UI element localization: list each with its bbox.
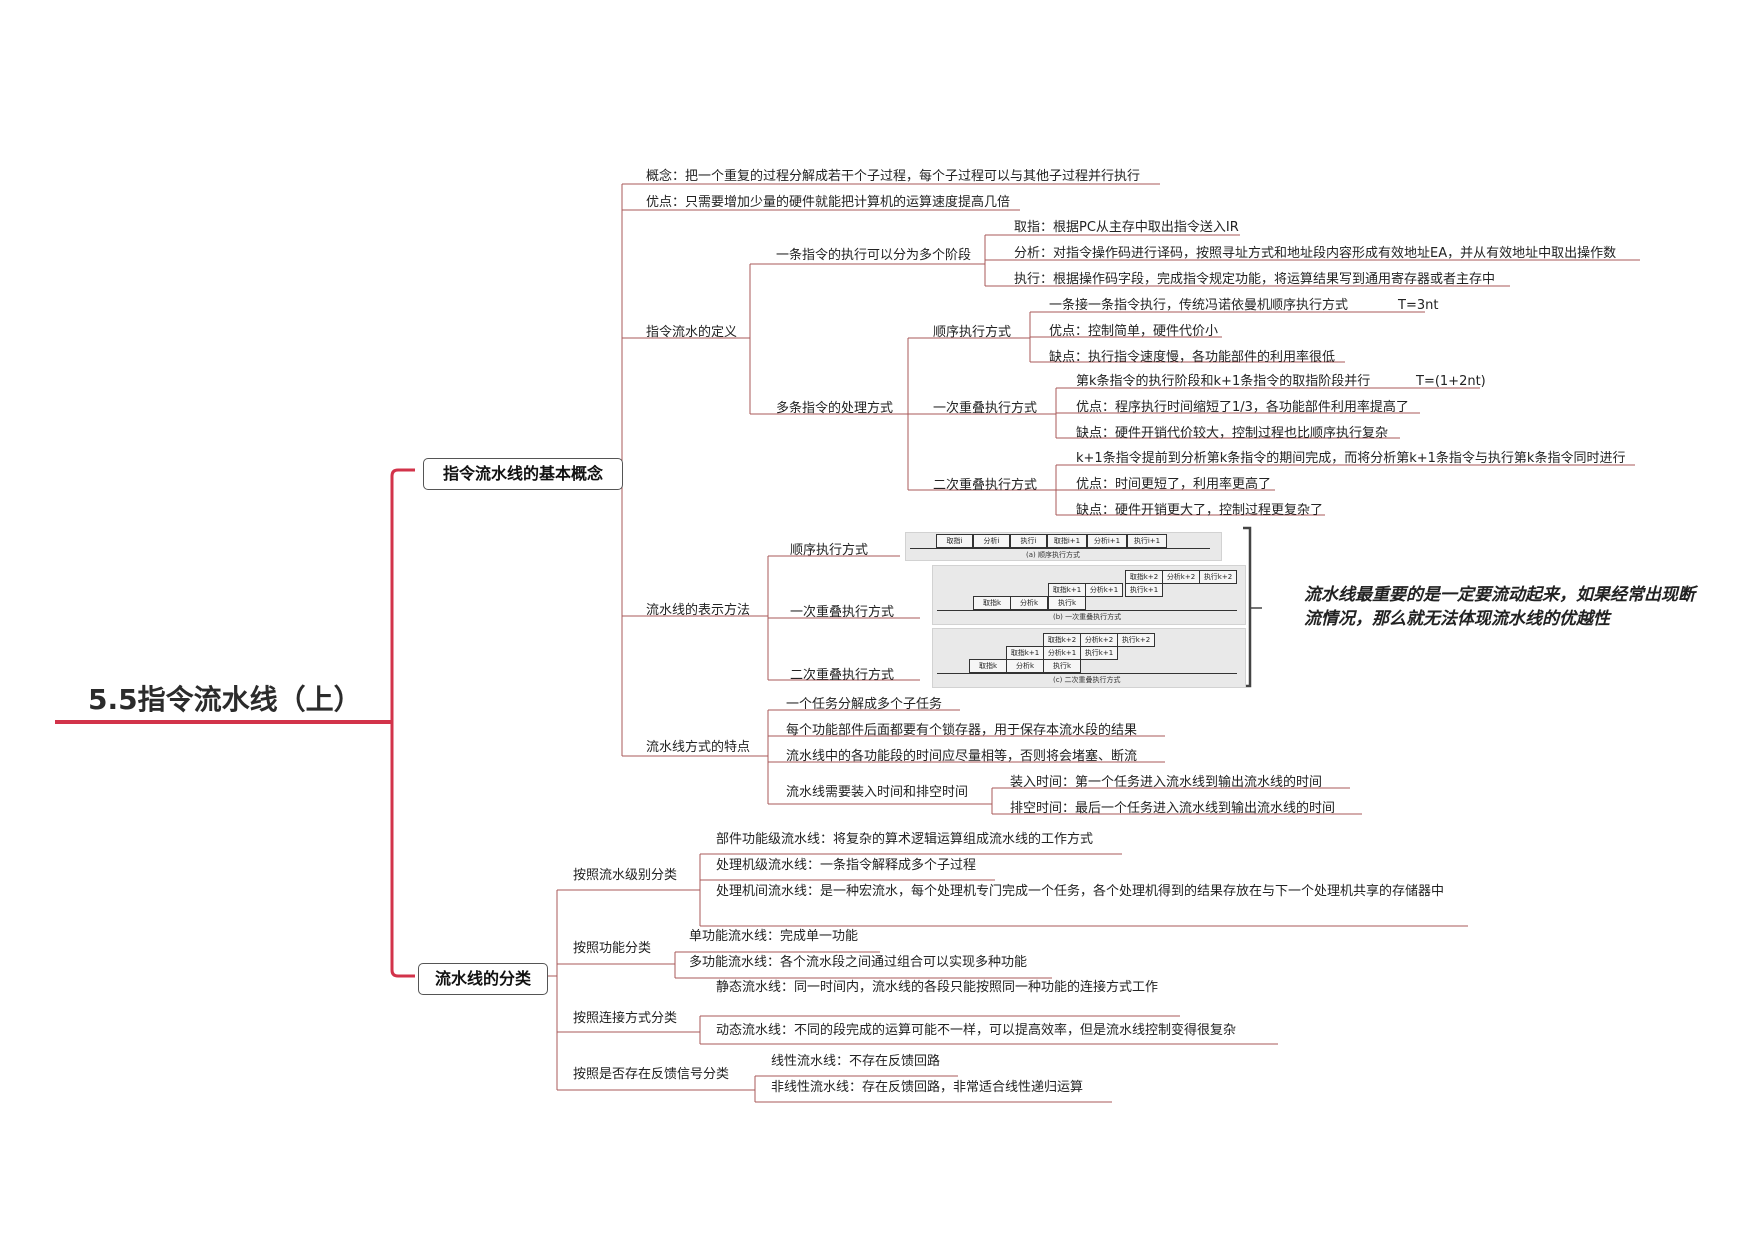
diag-b-cell: 执行k (1048, 596, 1086, 610)
diag-c-cell: 执行k+1 (1080, 646, 1118, 660)
conn-dynamic: 动态流水线：不同的段完成的运算可能不一样，可以提高效率，但是流水线控制变得很复杂 (716, 1023, 1237, 1038)
diag-b-caption: (b) 一次重叠执行方式 (1053, 613, 1122, 621)
stage-fetch: 取指：根据PC从主存中取出指令送入IR (1014, 220, 1239, 235)
node-by-connection[interactable]: 按照连接方式分类 (573, 1011, 678, 1026)
node-stages[interactable]: 一条指令的执行可以分为多个阶段 (776, 248, 972, 263)
diag-b-cell: 取指k+2 (1125, 570, 1163, 584)
diag-a-cell: 分析i (973, 534, 1010, 548)
seq-formula: T=3nt (1398, 298, 1439, 313)
diag-b-cell: 执行k+2 (1199, 570, 1237, 584)
seq-con: 缺点：执行指令速度慢，各功能部件的利用率很低 (1049, 350, 1336, 365)
diagram-sequential: 取指i 分析i 执行i 取指i+1 分析i+1 执行i+1 (a) 顺序执行方式 (905, 532, 1222, 561)
once-formula: T=(1+2nt) (1416, 374, 1486, 389)
twice-pro: 优点：时间更短了，利用率更高了 (1076, 477, 1272, 492)
func-single: 单功能流水线：完成单一功能 (689, 929, 859, 944)
diag-c-cell: 取指k (969, 659, 1007, 673)
diagram-two-overlap: 取指k+2 分析k+2 执行k+2 取指k+1 分析k+1 执行k+1 取指k … (932, 628, 1246, 688)
diag-b-cell: 取指k (973, 596, 1011, 610)
feature-1: 一个任务分解成多个子任务 (786, 697, 943, 712)
once-desc: 第k条指令的执行阶段和k+1条指令的取指阶段并行 (1076, 374, 1371, 389)
feature-3: 流水线中的各功能段的时间应尽量相等，否则将会堵塞、断流 (786, 749, 1138, 764)
diag-a-cell: 取指i (936, 534, 973, 548)
diag-b-axis (937, 610, 1237, 611)
diag-b-cell: 分析k (1010, 596, 1048, 610)
feature-4[interactable]: 流水线需要装入时间和排空时间 (786, 785, 969, 800)
diag-a-cell: 取指i+1 (1047, 534, 1087, 548)
diag-b-cell: 执行k+1 (1125, 583, 1163, 597)
feature-2: 每个功能部件后面都要有个锁存器，用于保存本流水段的结果 (786, 723, 1138, 738)
node-seq[interactable]: 顺序执行方式 (933, 325, 1012, 340)
repr-once[interactable]: 一次重叠执行方式 (790, 605, 895, 620)
diag-c-cell: 分析k+2 (1080, 633, 1118, 647)
conn-static: 静态流水线：同一时间内，流水线的各段只能按照同一种功能的连接方式工作 (716, 980, 1159, 995)
node-representation[interactable]: 流水线的表示方法 (646, 603, 751, 618)
branch-classification[interactable]: 流水线的分类 (418, 963, 548, 995)
diag-c-cell: 取指k+2 (1043, 633, 1081, 647)
node-multi[interactable]: 多条指令的处理方式 (776, 401, 894, 416)
diag-b-cell: 分析k+1 (1085, 583, 1123, 597)
diag-c-cell: 分析k (1006, 659, 1044, 673)
once-pro: 优点：程序执行时间缩短了1/3，各功能部件利用率提高了 (1076, 400, 1409, 415)
diag-c-axis (937, 673, 1237, 674)
branch-basic-concepts[interactable]: 指令流水线的基本概念 (423, 458, 623, 490)
stage-execute: 执行：根据操作码字段，完成指令规定功能，将运算结果写到通用寄存器或者主存中 (1014, 272, 1496, 287)
node-by-function[interactable]: 按照功能分类 (573, 941, 652, 956)
once-con: 缺点：硬件开销代价较大，控制过程也比顺序执行复杂 (1076, 426, 1389, 441)
feedback-linear: 线性流水线：不存在反馈回路 (771, 1054, 941, 1069)
diagram-one-overlap: 取指k+2 分析k+2 执行k+2 取指k+1 分析k+1 执行k+1 取指k … (932, 565, 1246, 625)
pipeline-note: 流水线最重要的是一定要流动起来，如果经常出现断流情况，那么就无法体现流水线的优越… (1304, 585, 1695, 629)
func-multi: 多功能流水线：各个流水段之间通过组合可以实现多种功能 (689, 955, 1028, 970)
diag-a-axis (910, 548, 1210, 549)
seq-desc: 一条接一条指令执行，传统冯诺依曼机顺序执行方式 (1049, 298, 1349, 313)
feature-load-time: 装入时间：第一个任务进入流水线到输出流水线的时间 (1010, 775, 1323, 790)
seq-pro: 优点：控制简单，硬件代价小 (1049, 324, 1219, 339)
node-once[interactable]: 一次重叠执行方式 (933, 401, 1038, 416)
diag-a-caption: (a) 顺序执行方式 (1026, 551, 1080, 559)
diag-a-cell: 执行i+1 (1127, 534, 1167, 548)
diag-c-cell: 执行k+2 (1117, 633, 1155, 647)
diag-b-cell: 分析k+2 (1162, 570, 1200, 584)
feedback-nonlinear: 非线性流水线：存在反馈回路，非常适合线性递归运算 (771, 1080, 1084, 1095)
diag-c-cell: 取指k+1 (1006, 646, 1044, 660)
diag-b-cell: 取指k+1 (1048, 583, 1086, 597)
twice-desc: k+1条指令提前到分析第k条指令的期间完成，而将分析第k+1条指令与执行第k条指… (1076, 451, 1626, 466)
level-processor: 处理机级流水线：一条指令解释成多个子过程 (716, 858, 977, 873)
node-by-level[interactable]: 按照流水级别分类 (573, 868, 678, 883)
root-title: 5.5指令流水线（上） (88, 683, 362, 716)
node-by-feedback[interactable]: 按照是否存在反馈信号分类 (573, 1067, 730, 1082)
node-definition[interactable]: 指令流水的定义 (646, 325, 738, 340)
diag-c-cell: 执行k (1043, 659, 1081, 673)
repr-seq[interactable]: 顺序执行方式 (790, 543, 869, 558)
diag-a-cell: 分析i+1 (1087, 534, 1127, 548)
twice-con: 缺点：硬件开销更大了，控制过程更复杂了 (1076, 503, 1324, 518)
feature-drain-time: 排空时间：最后一个任务进入流水线到输出流水线的时间 (1010, 801, 1336, 816)
concept-text: 概念：把一个重复的过程分解成若干个子过程，每个子过程可以与其他子过程并行执行 (646, 169, 1141, 184)
level-inter-processor: 处理机间流水线：是一种宏流水，每个处理机专门完成一个任务，各个处理机得到的结果存… (716, 884, 1445, 899)
repr-twice[interactable]: 二次重叠执行方式 (790, 668, 895, 683)
node-twice[interactable]: 二次重叠执行方式 (933, 478, 1038, 493)
diag-a-cell: 执行i (1010, 534, 1047, 548)
advantage-text: 优点：只需要增加少量的硬件就能把计算机的运算速度提高几倍 (646, 195, 1011, 210)
node-features[interactable]: 流水线方式的特点 (646, 740, 751, 755)
level-component: 部件功能级流水线：将复杂的算术逻辑运算组成流水线的工作方式 (716, 832, 1094, 847)
stage-analyze: 分析：对指令操作码进行译码，按照寻址方式和地址段内容形成有效地址EA，并从有效地… (1014, 246, 1617, 261)
diag-c-cell: 分析k+1 (1043, 646, 1081, 660)
diag-c-caption: (c) 二次重叠执行方式 (1053, 676, 1121, 684)
